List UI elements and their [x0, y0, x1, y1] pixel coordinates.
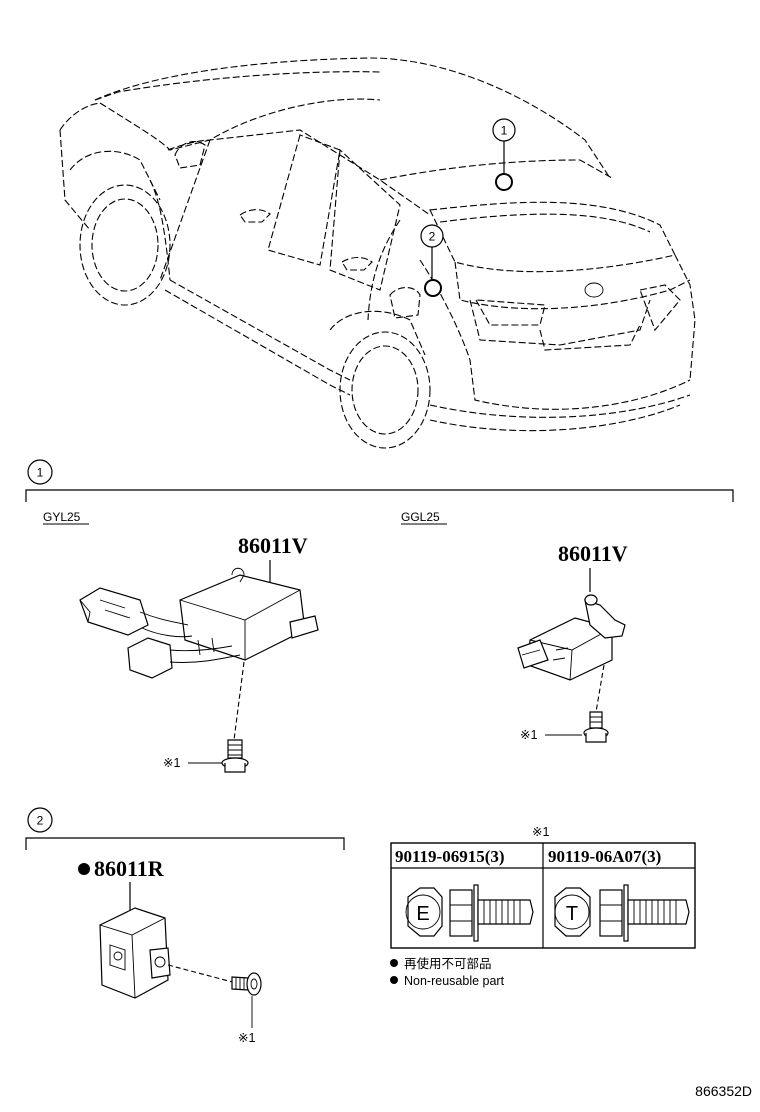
ref-mark-left: ※1 — [163, 756, 180, 770]
module-left-drawing — [79, 567, 319, 679]
bolt-right — [583, 711, 609, 743]
part-number-left: 86011V — [238, 533, 308, 558]
bolt-col2-part: 90119-06A07(3) — [548, 847, 661, 866]
callout-2-label: 2 — [429, 230, 436, 244]
section-1-marker — [27, 459, 53, 485]
bolt-table: ※1 90119-06915(3) 90119-06A07(3) E T — [390, 825, 696, 988]
ref-mark-section2: ※1 — [238, 1031, 255, 1045]
section-2-marker — [27, 807, 53, 833]
section-1: 1 GYL25 GGL25 86011V — [25, 459, 734, 773]
part-number-section2: 86011R — [94, 856, 165, 881]
legend-dot-en — [390, 976, 398, 984]
legend-dot-jp — [390, 959, 398, 967]
legend-en: Non-reusable part — [404, 974, 505, 988]
variant-label-right: GGL25 — [401, 510, 440, 524]
legend-jp: 再使用不可部品 — [404, 956, 492, 971]
drawing-number: 866352D — [695, 1083, 752, 1099]
variant-label-left: GYL25 — [43, 510, 81, 524]
ref-mark-right: ※1 — [520, 728, 537, 742]
sensor-section2-drawing — [99, 907, 171, 999]
callout-1-label: 1 — [501, 124, 508, 138]
part-number-right: 86011V — [558, 541, 628, 566]
section-2-number: 2 — [37, 814, 44, 828]
bolt-col2-mark: T — [566, 903, 578, 925]
bolt-col2-drawing: T — [554, 884, 690, 942]
bolt-col1-mark: E — [416, 903, 429, 925]
sensor-location-1 — [495, 173, 513, 191]
vehicle-illustration: 1 2 — [59, 57, 696, 449]
bolt-col1-drawing: E — [405, 884, 534, 942]
section-2: 2 86011R ※1 — [25, 807, 345, 1045]
section-1-bracket — [25, 489, 734, 502]
bolt-section2 — [231, 972, 262, 996]
non-reusable-dot — [78, 863, 90, 875]
section-2-bracket — [25, 837, 345, 850]
bolt-col1-part: 90119-06915(3) — [395, 847, 505, 866]
bolt-table-ref: ※1 — [532, 825, 549, 839]
section-1-number: 1 — [37, 466, 44, 480]
sensor-location-2 — [424, 279, 442, 297]
module-right-drawing — [517, 594, 626, 681]
bolt-left — [221, 739, 249, 773]
